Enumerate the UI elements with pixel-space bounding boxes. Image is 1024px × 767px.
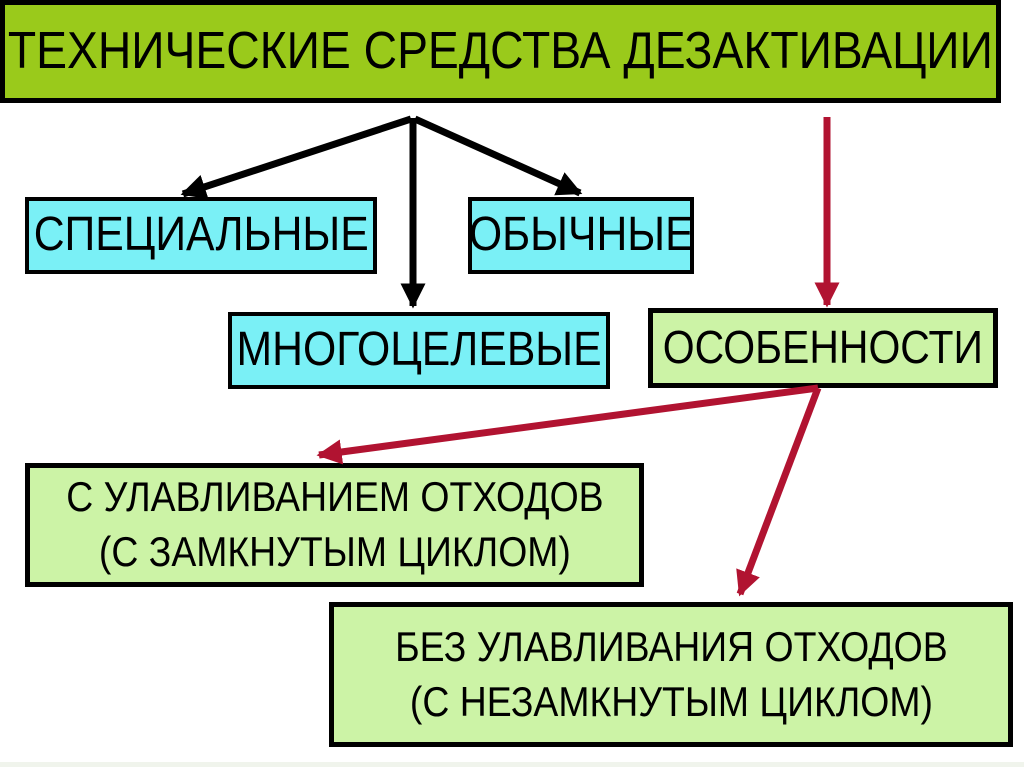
node-with-capture-line1: С УЛАВЛИВАНИЕМ ОТХОДОВ — [65, 473, 604, 521]
node-special: СПЕЦИАЛЬНЫЕ — [25, 197, 377, 274]
arrow-title-to-regular — [413, 115, 583, 197]
node-without-capture-line1: БЕЗ УЛАВЛИВАНИЯ ОТХОДОВ — [394, 622, 948, 670]
node-features: ОСОБЕННОСТИ — [648, 308, 998, 388]
node-with-capture-label: С УЛАВЛИВАНИЕМ ОТХОДОВ (С ЗАМКНУТЫМ ЦИКЛ… — [66, 470, 603, 579]
node-regular-label: ОБЫЧНЫЕ — [468, 208, 694, 262]
node-multipurpose: МНОГОЦЕЛЕВЫЕ — [228, 312, 610, 389]
node-with-capture: С УЛАВЛИВАНИЕМ ОТХОДОВ (С ЗАМКНУТЫМ ЦИКЛ… — [25, 463, 644, 587]
node-features-label: ОСОБЕННОСТИ — [662, 321, 984, 374]
title-box: ТЕХНИЧЕСКИЕ СРЕДСТВА ДЕЗАКТИВАЦИИ — [0, 0, 1001, 103]
node-without-capture-line2: (С НЕЗАМКНУТЫМ ЦИКЛОМ) — [409, 677, 933, 725]
node-without-capture: БЕЗ УЛАВЛИВАНИЯ ОТХОДОВ (С НЕЗАМКНУТЫМ Ц… — [329, 602, 1013, 747]
node-with-capture-line2: (С ЗАМКНУТЫМ ЦИКЛОМ) — [98, 528, 571, 575]
page-title: ТЕХНИЧЕСКИЕ СРЕДСТВА ДЕЗАКТИВАЦИИ — [8, 21, 993, 80]
node-regular: ОБЫЧНЫЕ — [468, 197, 694, 274]
arrow-features-to-without-capture — [736, 386, 822, 597]
arrow-title-to-special — [180, 115, 413, 199]
node-special-label: СПЕЦИАЛЬНЫЕ — [33, 208, 369, 262]
bottom-accent-strip — [0, 762, 1024, 767]
arrow-features-to-with-capture — [316, 384, 819, 465]
node-without-capture-label: БЕЗ УЛАВЛИВАНИЯ ОТХОДОВ (С НЕЗАМКНУТЫМ Ц… — [395, 620, 948, 729]
node-multipurpose-label: МНОГОЦЕЛЕВЫЕ — [236, 323, 602, 377]
